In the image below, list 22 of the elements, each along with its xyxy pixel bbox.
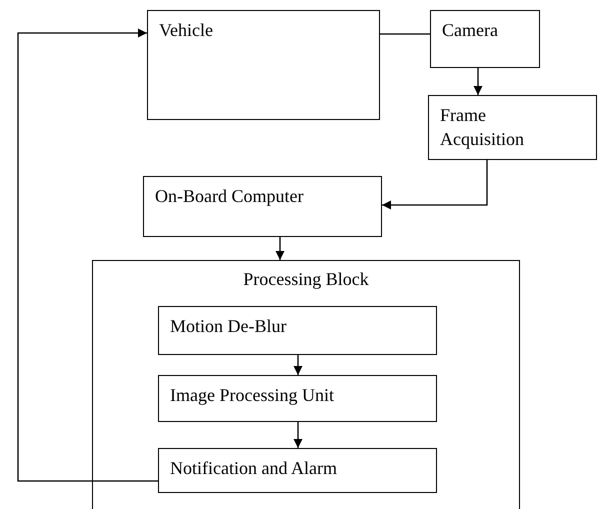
process-box [147,10,380,120]
box-label: Vehicle [159,19,213,42]
box-label: Image Processing Unit [170,384,334,407]
box-label: On-Board Computer [155,185,304,208]
box-label: Camera [442,19,498,42]
arrow [276,237,284,260]
process-box [430,10,540,68]
arrow [17,28,158,482]
process-box [158,375,437,422]
arrow [382,160,488,210]
box-label: Notification and Alarm [170,457,337,480]
arrow [294,422,302,448]
process-box [92,260,520,509]
box-label: Motion De-Blur [170,315,286,338]
arrow [474,68,482,95]
arrow [294,355,302,375]
process-box [428,95,597,160]
box-label: Processing Block [242,268,370,291]
process-box [158,448,437,493]
process-box [143,176,382,237]
box-label: Frame Acquisition [440,104,525,151]
process-box [158,306,437,355]
